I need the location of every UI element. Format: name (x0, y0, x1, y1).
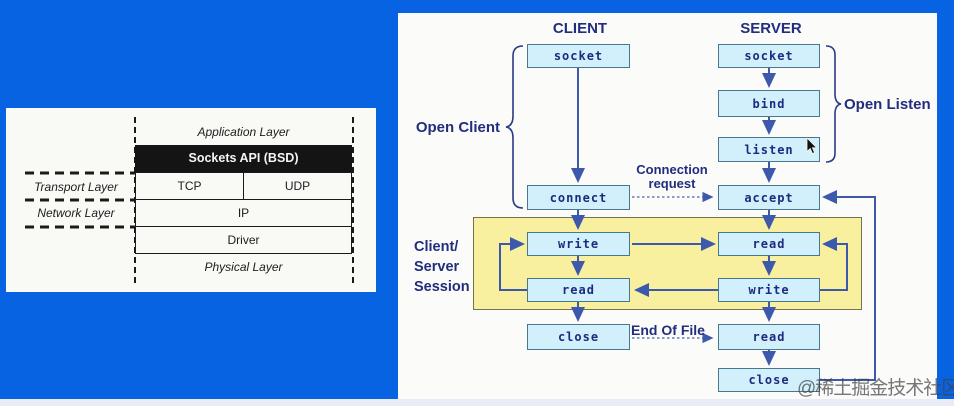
tcp-cell: TCP (135, 172, 244, 200)
flow-box-server-listen: listen (718, 137, 820, 162)
flow-box-server-accept: accept (718, 185, 820, 210)
session-label: Client/ Server Session (414, 237, 489, 297)
connection-request-line1: Connection (636, 162, 708, 177)
network-layer-label: Network Layer (37, 206, 115, 220)
bottom-strip (0, 399, 954, 406)
ip-cell: IP (135, 199, 352, 227)
flow-box-client-write: write (527, 232, 630, 256)
flow-box-client-connect: connect (527, 185, 630, 210)
server-column-header: SERVER (740, 20, 802, 37)
session-label-line3: Session (414, 279, 470, 295)
watermark-text: @稀土掘金技术社区 (797, 378, 954, 399)
session-label-line2: Server (414, 259, 460, 275)
flow-box-server-read2: read (718, 324, 820, 350)
flow-box-server-close: close (718, 368, 820, 392)
udp-cell: UDP (243, 172, 352, 200)
transport-layer-label: Transport Layer (34, 180, 118, 194)
mouse-cursor-icon (806, 138, 818, 155)
flow-box-client-read: read (527, 278, 630, 302)
physical-layer-label: Physical Layer (204, 260, 283, 274)
driver-cell: Driver (135, 226, 352, 254)
flow-box-server-write: write (718, 278, 820, 302)
sockets-api-bar: Sockets API (BSD) (135, 145, 352, 172)
flow-box-server-bind: bind (718, 90, 820, 117)
flow-box-server-socket: socket (718, 44, 820, 68)
application-layer-label: Application Layer (197, 125, 290, 139)
flow-box-client-close: close (527, 324, 630, 350)
client-column-header: CLIENT (552, 20, 608, 37)
open-client-label: Open Client (415, 119, 500, 136)
socket-flow-panel (398, 13, 937, 399)
connection-request-line2: request (648, 176, 696, 191)
flow-box-client-socket: socket (527, 44, 630, 68)
flow-box-server-read1: read (718, 232, 820, 256)
open-listen-label: Open Listen (844, 96, 931, 113)
connection-request-label: Connection request (624, 163, 720, 191)
session-label-line1: Client/ (414, 239, 459, 255)
end-of-file-label: End Of File (631, 322, 705, 338)
